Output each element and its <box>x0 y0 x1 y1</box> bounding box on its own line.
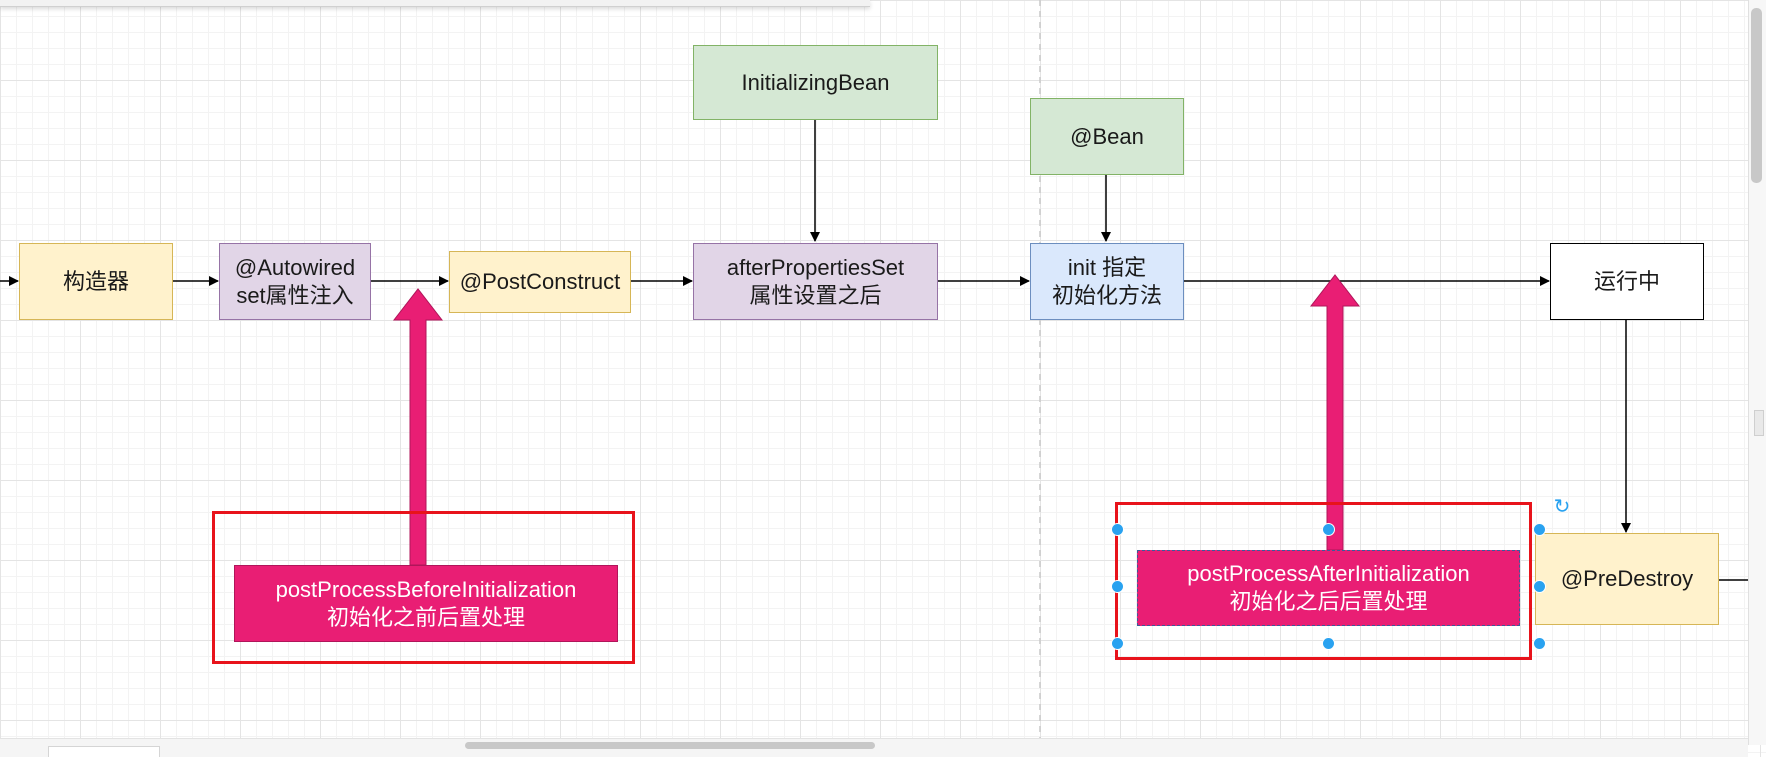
node-running[interactable]: 运行中 <box>1550 243 1704 320</box>
node-initializing-bean[interactable]: InitializingBean <box>693 45 938 120</box>
connectors <box>0 119 1748 581</box>
resize-handle-right[interactable] <box>1533 580 1546 593</box>
top-toolbar-edge <box>0 0 870 7</box>
resize-handle-top-left[interactable] <box>1111 523 1124 536</box>
after-init-arrow <box>1309 274 1361 551</box>
node-bean[interactable]: @Bean <box>1030 98 1184 175</box>
node-after-initialization[interactable]: postProcessAfterInitialization 初始化之后后置处理 <box>1137 550 1520 626</box>
resize-handle-bottom-left[interactable] <box>1111 637 1124 650</box>
resize-handle-top-right[interactable] <box>1533 523 1546 536</box>
resize-handle-bottom-right[interactable] <box>1533 637 1546 650</box>
rotate-handle-icon[interactable]: ↻ <box>1553 496 1571 518</box>
vertical-scrollbar[interactable] <box>1748 0 1766 745</box>
node-autowired[interactable]: @Autowired set属性注入 <box>219 243 371 320</box>
node-after-properties-set[interactable]: afterPropertiesSet 属性设置之后 <box>693 243 938 320</box>
highlight-frame-before <box>212 511 635 664</box>
node-constructor[interactable]: 构造器 <box>19 243 173 320</box>
side-panel-toggle[interactable] <box>1754 410 1764 436</box>
node-pre-destroy[interactable]: @PreDestroy <box>1535 533 1719 625</box>
resize-handle-top[interactable] <box>1322 523 1335 536</box>
resize-handle-bottom[interactable] <box>1322 637 1335 650</box>
horizontal-scroll-thumb[interactable] <box>465 742 875 749</box>
node-before-initialization[interactable]: postProcessBeforeInitialization 初始化之前后置处… <box>234 565 618 642</box>
page-tab[interactable] <box>48 746 160 757</box>
resize-handle-left[interactable] <box>1111 580 1124 593</box>
node-post-construct[interactable]: @PostConstruct <box>449 251 631 313</box>
node-init-method[interactable]: init 指定 初始化方法 <box>1030 243 1184 320</box>
before-init-arrow <box>392 288 444 566</box>
vertical-scroll-thumb[interactable] <box>1751 8 1762 183</box>
